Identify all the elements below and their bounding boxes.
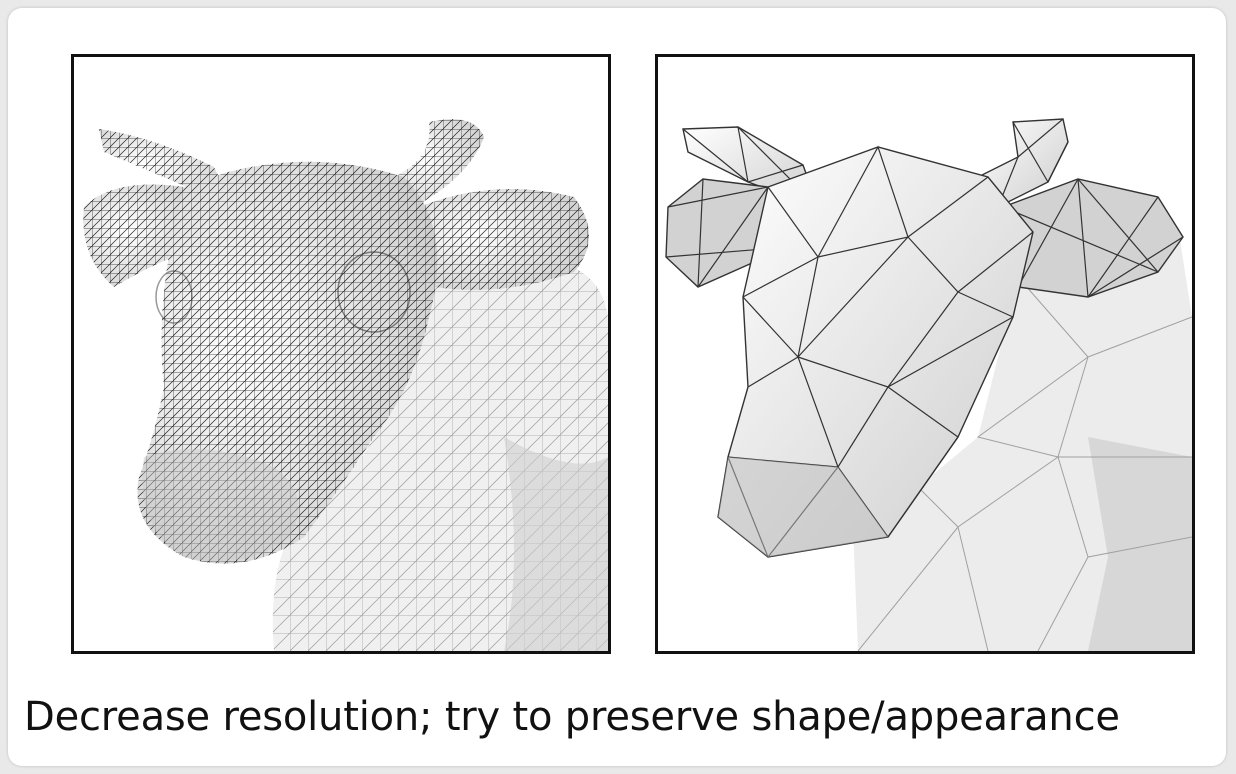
slide-caption: Decrease resolution; try to preserve sha…	[24, 694, 1120, 740]
low-resolution-cow-mesh-image	[665, 118, 1192, 651]
low-resolution-mesh-panel	[655, 54, 1195, 654]
high-resolution-cow-mesh-image	[83, 119, 608, 651]
high-resolution-mesh-panel	[71, 54, 611, 654]
slide-card: Decrease resolution; try to preserve sha…	[8, 8, 1226, 766]
